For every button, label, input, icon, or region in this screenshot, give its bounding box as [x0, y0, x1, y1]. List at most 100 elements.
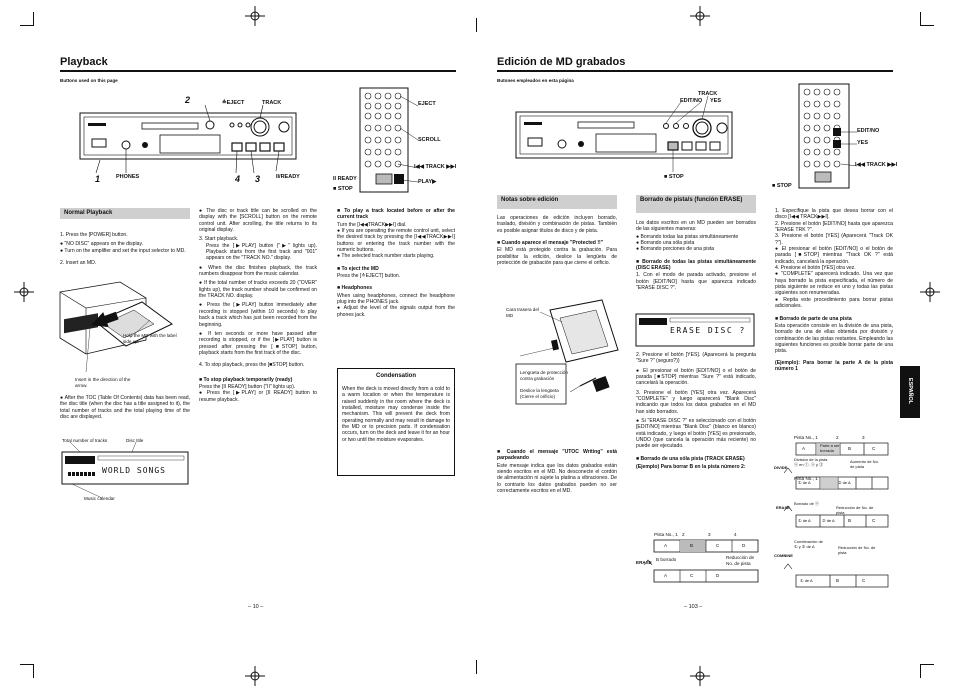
- diag2-B-c: B: [836, 578, 840, 583]
- text-block: ● "COMPLETE" aparecerá indicado. Una vez…: [775, 271, 893, 297]
- lcd-erase-disc: ERASE DISC ?: [670, 326, 746, 335]
- text-block: ● Press the [▶PLAY] button immediately a…: [199, 302, 317, 328]
- page-number-right: – 103 –: [684, 604, 703, 610]
- diag2-borrado: Borrado de ⓐ: [794, 501, 819, 506]
- subheading-una-pista: ■ Borrado de una sóla pista (TRACK ERASE…: [636, 455, 745, 462]
- diag-n4: 4: [734, 532, 737, 537]
- md-deck-illustration: [79, 104, 297, 174]
- right-column-3: 1. Especifique la pista que desea borrar…: [775, 208, 893, 375]
- center-fold-mark: [476, 660, 477, 674]
- text-block: Las operaciones de edición incluyen borr…: [497, 215, 617, 234]
- text-block: Los datos escritos en un MD pueden ser b…: [636, 220, 756, 233]
- section-header-notas: Notas sobre edición: [497, 195, 617, 209]
- diag-erase-label: ERASE: [636, 560, 652, 565]
- page-number-left: – 10 –: [248, 604, 264, 610]
- column-1-steps: 1. Press the [POWER] button. ● "NO DISC"…: [60, 232, 190, 269]
- text-block: Turn the [I◀◀TRACK▶▶I] dial.: [337, 221, 407, 228]
- remote-editno-label: EDIT/NO: [857, 128, 880, 134]
- remote-ready-label: II READY: [333, 176, 357, 182]
- text-block: 3. Presione el botón [YES] (Aparecerá "T…: [775, 233, 893, 246]
- registration-mark: [920, 282, 940, 302]
- crop-mark: [920, 664, 921, 678]
- display-calendar-caption: Music calendar: [84, 496, 115, 501]
- example-caption: (Ejemplo): Para borrar la parte A de la …: [775, 359, 893, 372]
- callout-stop: ■ STOP: [664, 174, 684, 180]
- display-disc-caption: Disc title: [126, 438, 144, 443]
- remote-eject-label: EJECT: [418, 101, 436, 107]
- diag2-A: A: [802, 446, 806, 451]
- callout-editno: EDIT/NO: [680, 98, 703, 104]
- diag2-C-c: C: [862, 578, 866, 583]
- example-caption: (Ejemplo) Para borrar B en la pista núme…: [636, 464, 746, 471]
- page-title-edicion: Edición de MD grabados: [497, 56, 626, 68]
- right-column-1b: ■ Cuando el mensaje "UTOC Writing" está …: [497, 449, 617, 497]
- diag-n2: 2: [682, 532, 685, 537]
- crop-mark: [20, 664, 34, 665]
- text-block: ● The disc or track title can be scrolle…: [199, 208, 317, 234]
- remote-track-label: I◀◀ TRACK ▶▶I: [855, 162, 898, 168]
- diag2-dea-c: ① de A: [800, 578, 813, 583]
- diag2-pista1: Pista No., 1: [794, 435, 818, 440]
- md-protection-tab-illustration: [515, 299, 619, 405]
- crop-mark: [920, 664, 934, 665]
- text-block: Press the [▶PLAY] button ("▶" lights up)…: [206, 242, 317, 262]
- diag2-B-b: B: [848, 518, 852, 523]
- diag-D2: D: [716, 573, 720, 578]
- diag-C: C: [716, 543, 720, 548]
- lcd-disc-title: WORLD SONGS: [102, 466, 166, 475]
- diag-C2: C: [690, 573, 694, 578]
- section-header-normal-playback: Normal Playback: [60, 208, 190, 219]
- language-tab: ESPAÑOL: [900, 366, 920, 418]
- text-block: Esta operación consiste en la división d…: [775, 322, 893, 355]
- step-line: ● "NO DISC" appears on the display.: [60, 241, 144, 248]
- text-block: ● If you are operating the remote contro…: [337, 228, 455, 254]
- diag-n3: 3: [708, 532, 711, 537]
- callout-track: TRACK: [262, 100, 282, 106]
- text-block: ● Adjust the level of the signals output…: [337, 305, 455, 318]
- text-block: 4. Presione el botón [YES] otra vez.: [775, 265, 856, 272]
- diag2-n2: 2: [836, 435, 839, 440]
- diag2-reduccion3: Reducción de No. de pista: [838, 545, 876, 555]
- subheading-track-select: ■ To play a track located before or afte…: [337, 208, 455, 221]
- title-rule: [60, 70, 456, 72]
- callout-2: 2: [185, 95, 191, 105]
- remote-control-illustration: [359, 87, 419, 193]
- subheading-protected: ■ Cuando aparece el mensaje "Protected !…: [497, 240, 604, 247]
- remote-control-illustration: [798, 83, 858, 189]
- column-3-text: ■ To play a track located before or afte…: [337, 208, 455, 321]
- callout-3: 3: [255, 174, 261, 184]
- diag2-aumento: Aumento de No. de pista: [850, 459, 879, 469]
- subheading-temp-stop: ■ To stop playback temporarily (ready): [199, 376, 293, 383]
- right-column-2b: 2. Presione el botón [YES]. (Aparecerá l…: [636, 352, 756, 474]
- callout-1: 1: [95, 174, 101, 184]
- column-2-text: ● The disc or track title can be scrolle…: [199, 208, 317, 406]
- remote-scroll-label: SCROLL: [418, 137, 441, 143]
- crop-mark: [20, 25, 34, 26]
- crop-mark: [920, 12, 921, 26]
- fig-leng-caption: Lengüeta de protección contra grabación: [520, 370, 569, 381]
- diag-D: D: [742, 543, 746, 548]
- crop-mark: [33, 12, 34, 26]
- subheading-eject: ■ To eject the MD: [337, 265, 379, 272]
- remote-yes-label: YES: [857, 140, 869, 146]
- page-title-playback: Playback: [60, 56, 108, 68]
- text-block: ● Repita este procedimiento para borrar …: [775, 296, 893, 310]
- registration-mark: [245, 666, 265, 686]
- crop-mark: [920, 25, 934, 26]
- condensation-box: [337, 368, 455, 476]
- lcd-display-illustration: [635, 313, 755, 347]
- list-item: ● Borrando una sóla pista: [636, 240, 695, 247]
- fig-cara-caption: Cara trasera del MD: [506, 307, 539, 318]
- right-column-2: Los datos escritos en un MD pueden ser b…: [636, 220, 756, 294]
- text-block: 3. Presione el botón [YES] otra vez. Apa…: [636, 389, 756, 415]
- callout-4: 4: [235, 174, 241, 184]
- condensation-title: Condensation: [376, 373, 416, 379]
- diag-B: B: [690, 543, 694, 548]
- diag2-division: División de la pista ⓐ en ①, ⓐ y ②: [794, 457, 828, 467]
- text-block: Press the [II READY] button ("II" lights…: [199, 383, 296, 390]
- diag2-parte: Parte a ser borrada: [820, 443, 840, 453]
- fig-desl-caption: Deslice la lengüeta (Cierre el orificio): [520, 388, 559, 399]
- buttons-caption: Butones empleados en esta página: [497, 78, 574, 83]
- subheading-utoc: ■ Cuando el mensaje "UTOC Writing" está …: [497, 449, 617, 462]
- diag2-C-b: C: [872, 518, 876, 523]
